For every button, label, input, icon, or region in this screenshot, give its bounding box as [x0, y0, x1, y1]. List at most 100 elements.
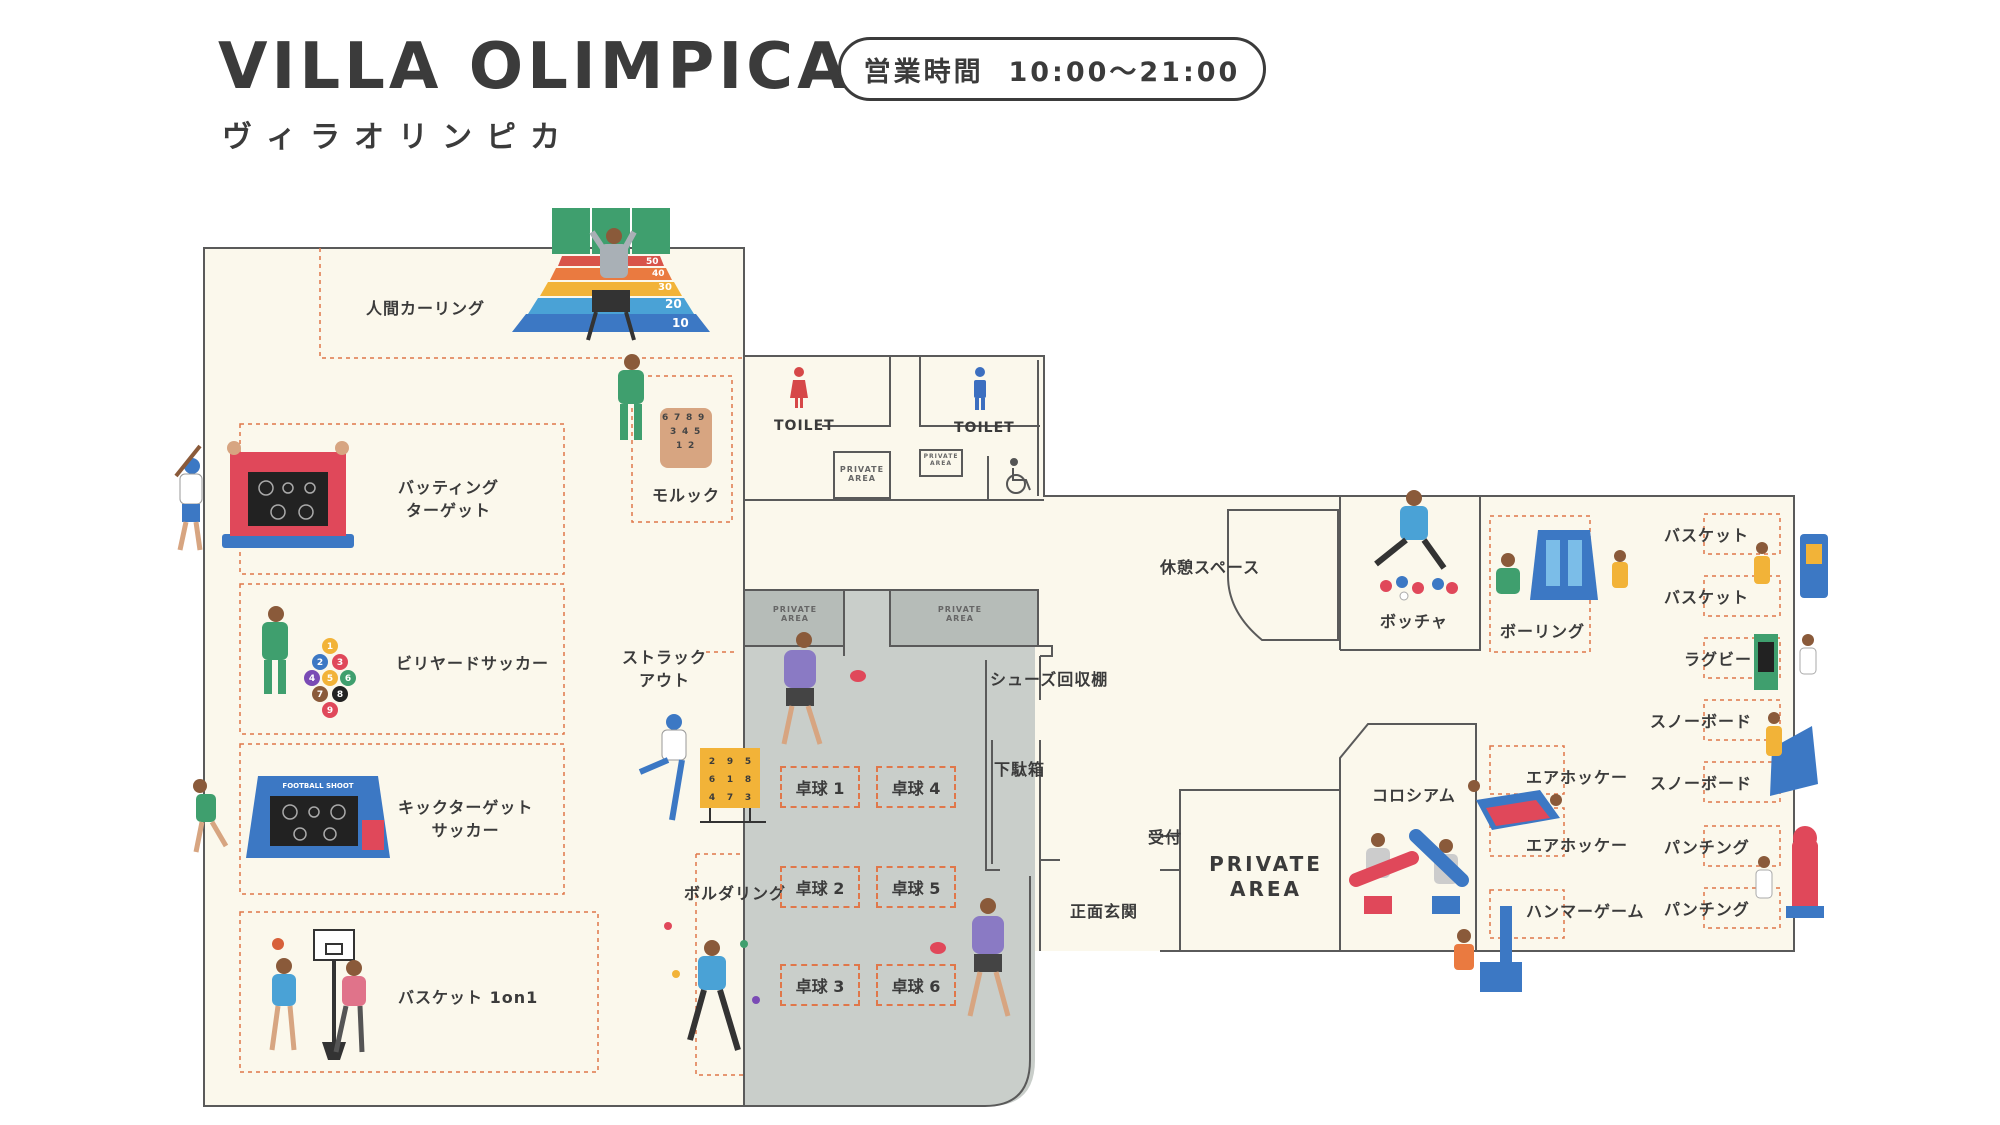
label-billiard-soccer: ビリヤードサッカー	[396, 654, 550, 673]
curling-score-20: 20	[665, 297, 682, 311]
label-hammer-game: ハンマーゲーム	[1526, 902, 1645, 921]
curling-lane: 50 40 30 20 10	[512, 208, 710, 341]
opening-hours-badge: 営業時間 10:00〜21:00	[838, 37, 1266, 101]
kick-target-banner: FOOTBALL SHOOT	[282, 782, 353, 790]
table-tennis-2[interactable]: 卓球 2	[780, 866, 860, 908]
air-hockey-table	[1468, 780, 1562, 830]
label-colosseum: コロシアム	[1372, 786, 1456, 805]
interior-walls	[1160, 496, 1481, 951]
label-private-area: PRIVATE AREA	[1209, 852, 1323, 901]
struck-number-3: 3	[745, 793, 751, 803]
molkky-pin-7: 7	[674, 413, 680, 423]
shoe-shelves	[985, 656, 1041, 871]
label-kick-target-soccer: キックターゲット サッカー	[398, 798, 534, 841]
molkky-pin-2: 2	[688, 441, 694, 451]
pitcher-figure	[638, 714, 687, 821]
activity-zones	[239, 248, 1781, 1076]
colosseum-arena	[1349, 829, 1469, 914]
table-tennis-zone	[744, 590, 1035, 1106]
batter-figure	[174, 444, 203, 551]
rugby-machine	[1754, 634, 1817, 690]
label-basket-1: バスケット	[1664, 526, 1750, 545]
struck-number-5: 5	[745, 757, 751, 767]
label-private-area-toilet-2: PRIVATE AREA	[923, 453, 959, 467]
label-snowboard-1: スノーボード	[1650, 712, 1753, 731]
basketball-hoop	[313, 929, 355, 1060]
label-molkky: モルック	[652, 486, 721, 505]
bouldering-figure	[664, 922, 760, 1051]
punching-machine	[1755, 826, 1824, 918]
table-tennis-5[interactable]: 卓球 5	[876, 866, 956, 908]
label-bowling: ボーリング	[1500, 622, 1586, 641]
table-tennis-1[interactable]: 卓球 1	[780, 766, 860, 808]
boccia-figure	[1374, 490, 1458, 601]
struck-number-4: 4	[709, 793, 715, 803]
label-struck-out: ストラック アウト	[622, 648, 708, 691]
basketball-machine	[1754, 534, 1828, 598]
label-rest-space: 休憩スペース	[1160, 558, 1261, 577]
struck-number-6: 6	[709, 775, 715, 785]
struck-out-board: 2 9 5 6 1 8 4 7 3	[700, 748, 766, 823]
billiard-ball-2: 2	[317, 658, 323, 668]
label-private-area-table-1: PRIVATE AREA	[772, 605, 818, 623]
table-tennis-4[interactable]: 卓球 4	[876, 766, 956, 808]
hammer-game-machine	[1454, 906, 1522, 992]
label-boccia: ボッチャ	[1380, 612, 1448, 631]
struck-number-9: 9	[727, 757, 733, 767]
struck-number-8: 8	[745, 775, 751, 785]
billiard-ball-9: 9	[327, 706, 333, 716]
struck-number-7: 7	[727, 793, 733, 803]
basketball-players	[269, 938, 366, 1053]
molkky-pin-9: 9	[698, 413, 704, 423]
billiard-soccer-figure	[262, 606, 288, 694]
label-punching-1: パンチング	[1664, 838, 1750, 857]
molkky-pins: 6 7 8 9 3 4 5 1 2	[660, 408, 712, 468]
label-basket-2: バスケット	[1664, 588, 1750, 607]
molkky-player	[618, 354, 644, 440]
molkky-pin-4: 4	[682, 427, 688, 437]
label-punching-2: パンチング	[1664, 900, 1750, 919]
billiard-ball-1: 1	[327, 642, 333, 652]
table-tennis-6[interactable]: 卓球 6	[876, 964, 956, 1006]
billiard-ball-4: 4	[309, 674, 315, 684]
label-air-hockey-2: エアホッケー	[1526, 836, 1629, 855]
kicker-figure	[193, 779, 229, 853]
billiard-ball-6: 6	[345, 674, 351, 684]
table-tennis-3[interactable]: 卓球 3	[780, 964, 860, 1006]
label-batting-target: バッティング ターゲット	[398, 478, 500, 521]
private-area-booths	[743, 589, 1039, 647]
restroom-women-icon	[790, 367, 808, 408]
billiard-ball-7: 7	[317, 690, 323, 700]
label-reception: 受付	[1148, 828, 1183, 847]
label-shoe-shelf: シューズ回収棚	[990, 670, 1109, 689]
label-toilet-men: TOILET	[954, 420, 1015, 436]
venue-title: VILLA OLIMPICA	[218, 30, 851, 104]
curling-score-40: 40	[652, 269, 665, 279]
bowling-lane	[1496, 530, 1628, 600]
toilet-walls	[743, 356, 1044, 501]
label-bouldering: ボルダリング	[684, 884, 787, 903]
label-snowboard-2: スノーボード	[1650, 774, 1753, 793]
wheelchair-icon	[1006, 458, 1031, 494]
label-private-area-toilet: PRIVATE AREA	[839, 465, 885, 483]
curling-score-10: 10	[672, 316, 689, 330]
struck-number-1: 1	[727, 775, 733, 785]
batting-target	[222, 441, 354, 548]
curling-score-50: 50	[646, 257, 659, 267]
snowboard-machine	[1766, 712, 1818, 796]
billiard-ball-3: 3	[337, 658, 343, 668]
label-basket-1on1: バスケット 1on1	[398, 988, 539, 1007]
table-tennis-player-bottom	[930, 898, 1011, 1017]
molkky-pin-6: 6	[662, 413, 668, 423]
billiard-ball-8: 8	[337, 690, 343, 700]
molkky-pin-5: 5	[694, 427, 700, 437]
label-shoe-box: 下駄箱	[994, 760, 1046, 779]
restroom-men-icon	[974, 367, 986, 410]
hours-label: 営業時間	[863, 56, 984, 88]
billiard-ball-5: 5	[327, 674, 333, 684]
label-main-entrance: 正面玄関	[1070, 902, 1139, 921]
molkky-pin-3: 3	[670, 427, 676, 437]
curling-score-30: 30	[658, 282, 672, 293]
label-private-area-table-2: PRIVATE AREA	[937, 605, 983, 623]
